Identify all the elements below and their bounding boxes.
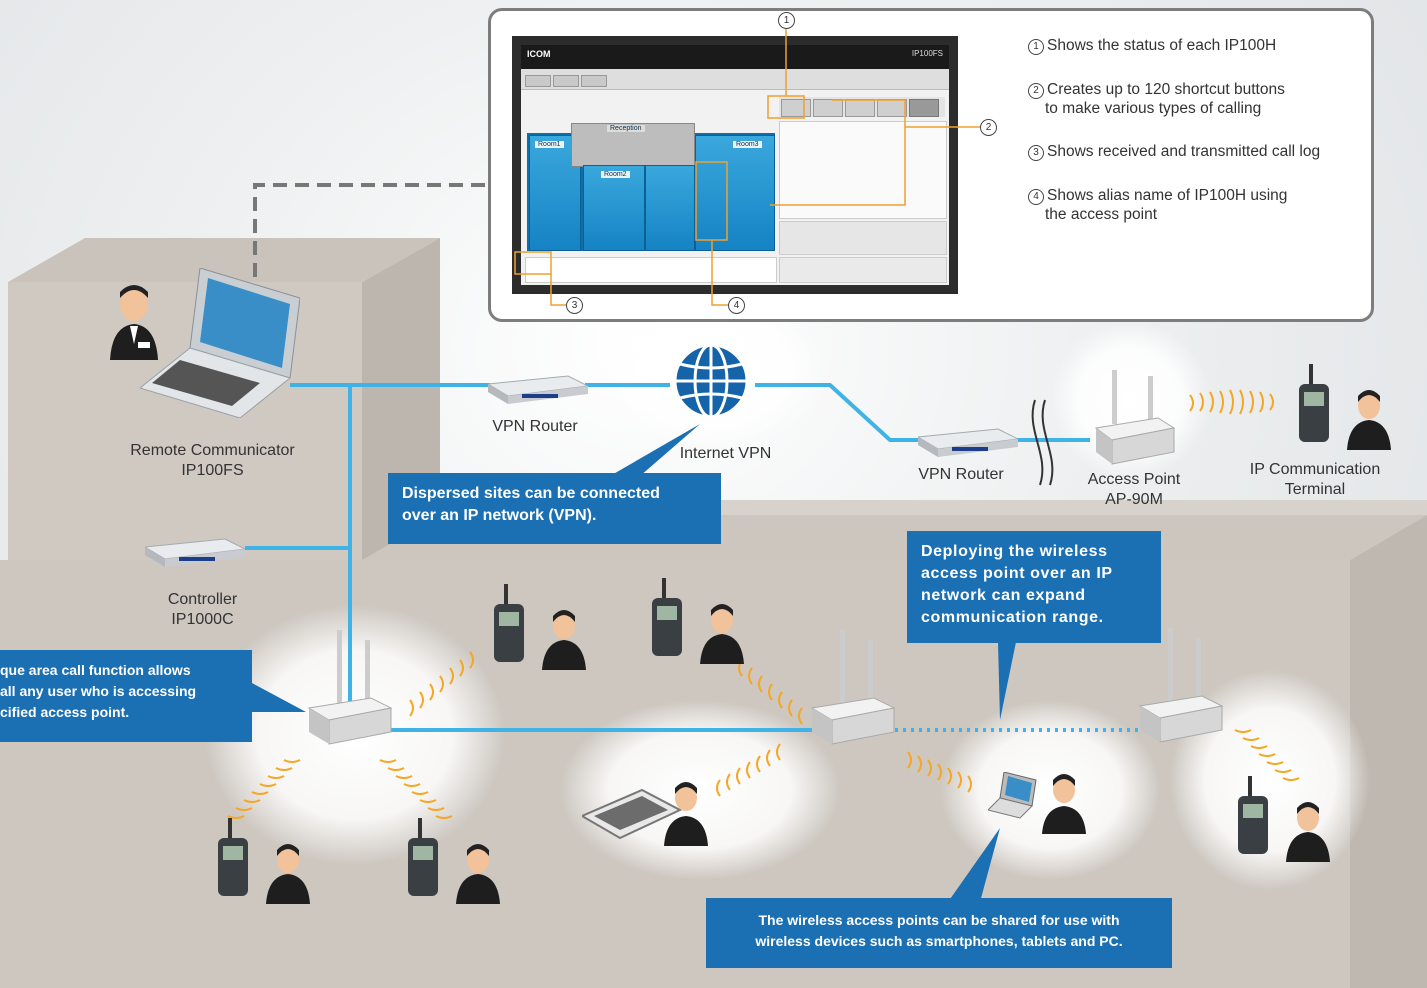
app-product: IP100FS bbox=[911, 49, 943, 58]
shared-ap-callout: The wireless access points can be shared… bbox=[706, 898, 1172, 968]
room3 bbox=[695, 135, 775, 251]
marker-4: 4 bbox=[728, 297, 745, 314]
radio-user-icon bbox=[1238, 776, 1330, 862]
laptop-icon bbox=[140, 268, 300, 418]
radio-user-icon bbox=[408, 818, 500, 904]
access-point-icon bbox=[1094, 370, 1176, 465]
app-brand: ICOM bbox=[527, 49, 551, 59]
marker-1: 1 bbox=[778, 12, 795, 29]
laptop-user-icon bbox=[988, 772, 1086, 834]
radio-user-icon bbox=[494, 584, 586, 670]
reception-label: Reception bbox=[607, 125, 645, 132]
room2 bbox=[583, 165, 645, 251]
room1-label: Room1 bbox=[535, 141, 564, 148]
room2-label: Room2 bbox=[601, 171, 630, 178]
globe-icon bbox=[673, 343, 749, 419]
vpn-router-2-icon bbox=[918, 428, 1018, 457]
vpn-router-1-label: VPN Router bbox=[492, 418, 578, 435]
internet-vpn-label: Internet VPN bbox=[679, 445, 772, 462]
radio-user-icon bbox=[218, 818, 310, 904]
marker-3: 3 bbox=[566, 297, 583, 314]
radio-user-icon bbox=[1299, 364, 1391, 450]
person-icon bbox=[110, 285, 158, 360]
access-point-icon bbox=[810, 630, 896, 745]
vpn-router-1-icon bbox=[488, 375, 588, 404]
access-point-icon bbox=[307, 630, 393, 745]
access-point-icon bbox=[1138, 628, 1224, 743]
controller-icon bbox=[145, 538, 245, 567]
radio-user-icon bbox=[652, 578, 744, 664]
tablet-user-icon bbox=[582, 782, 708, 846]
room3-label: Room3 bbox=[733, 141, 762, 148]
app-screenshot: ICOM IP100FS Room1 Reception Room2 Room3 bbox=[512, 36, 958, 294]
marker-2: 2 bbox=[980, 119, 997, 136]
vpn-router-2-label: VPN Router bbox=[918, 466, 1004, 483]
